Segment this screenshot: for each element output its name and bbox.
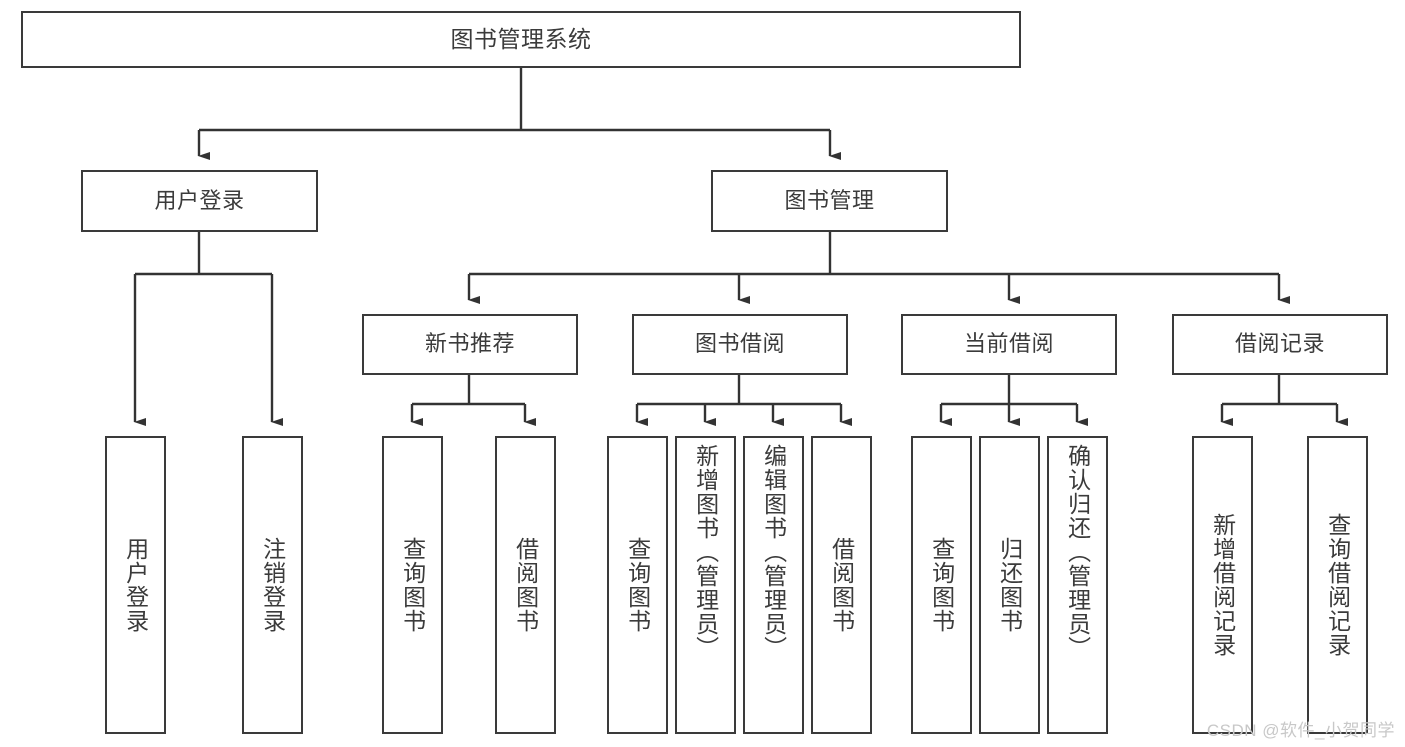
leaf-return-book[interactable]: 归还图书 [979,436,1040,734]
node-label: 图书管理系统 [450,26,592,53]
leaf-query-book-2[interactable]: 查询图书 [607,436,668,734]
node-label: 确认归还（管理员） [1064,444,1091,660]
leaf-add-book-admin[interactable]: 新增图书（管理员） [675,436,736,734]
leaf-logout[interactable]: 注销登录 [242,436,303,734]
leaf-query-book-3[interactable]: 查询图书 [911,436,972,734]
node-label: 归还图书 [996,537,1023,633]
node-label: 借阅图书 [828,537,855,633]
node-label: 图书管理 [784,187,875,213]
leaf-borrow-book-1[interactable]: 借阅图书 [495,436,556,734]
leaf-edit-book-admin[interactable]: 编辑图书（管理员） [743,436,804,734]
node-label: 图书借阅 [694,331,785,357]
node-current-borrow[interactable]: 当前借阅 [901,314,1117,375]
node-label: 编辑图书（管理员） [760,444,787,660]
node-user-login[interactable]: 用户登录 [81,170,318,232]
node-new-book-recommend[interactable]: 新书推荐 [362,314,578,375]
node-root-system[interactable]: 图书管理系统 [21,11,1021,68]
node-book-management[interactable]: 图书管理 [711,170,948,232]
leaf-user-login[interactable]: 用户登录 [105,436,166,734]
node-label: 新书推荐 [424,331,515,357]
node-label: 借阅图书 [512,537,539,633]
node-label: 查询图书 [624,537,651,633]
leaf-confirm-return-admin[interactable]: 确认归还（管理员） [1047,436,1108,734]
node-label: 注销登录 [259,537,286,633]
node-label: 查询图书 [399,537,426,633]
leaf-add-borrow-record[interactable]: 新增借阅记录 [1192,436,1253,734]
node-borrow-record[interactable]: 借阅记录 [1172,314,1388,375]
node-label: 用户登录 [122,537,149,633]
node-book-borrow[interactable]: 图书借阅 [632,314,848,375]
node-label: 用户登录 [154,187,245,213]
leaf-query-book-1[interactable]: 查询图书 [382,436,443,734]
node-label: 新增借阅记录 [1209,513,1236,657]
leaf-borrow-book-2[interactable]: 借阅图书 [811,436,872,734]
node-label: 新增图书（管理员） [692,444,719,660]
node-label: 借阅记录 [1234,331,1325,357]
node-label: 查询图书 [928,537,955,633]
leaf-query-borrow-record[interactable]: 查询借阅记录 [1307,436,1368,734]
csdn-watermark: CSDN @软件_小贺同学 [1206,721,1395,740]
node-label: 当前借阅 [963,331,1054,357]
node-label: 查询借阅记录 [1324,513,1351,657]
